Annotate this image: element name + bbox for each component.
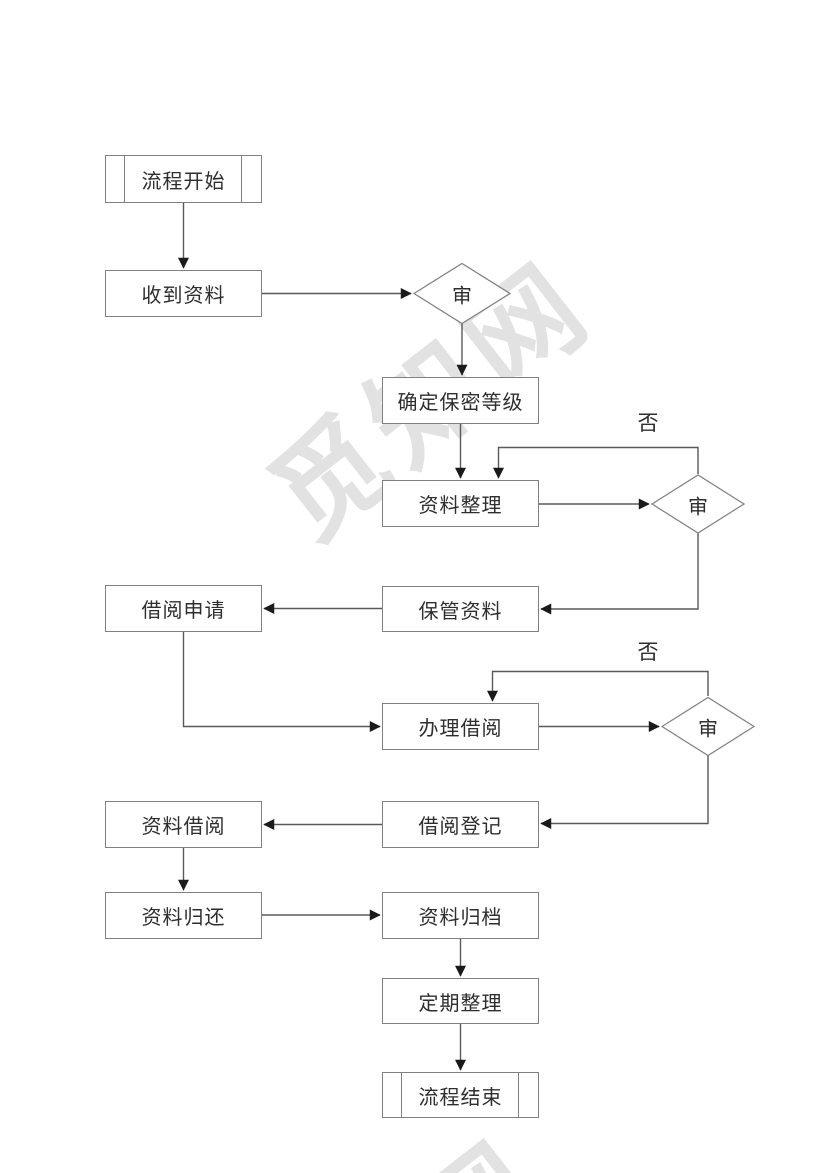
node-label: 资料归还 — [141, 905, 226, 929]
node-borrow-registration: 借阅登记 — [382, 801, 539, 848]
decision-label-3: 审 — [698, 716, 718, 741]
node-label: 保管资料 — [418, 598, 503, 623]
decision-diamond-1 — [412, 262, 512, 325]
decision-diamond-2 — [650, 474, 746, 534]
node-label: 办理借阅 — [418, 716, 503, 740]
decision-label-1: 审 — [452, 283, 472, 308]
node-keep-materials: 保管资料 — [382, 586, 539, 632]
node-material-organize: 资料整理 — [382, 480, 539, 527]
node-material-return: 资料归还 — [105, 892, 262, 939]
edge-d3-no-loop-to-handle — [487, 670, 709, 702]
node-process-end: 流程结束 — [382, 1072, 539, 1118]
node-label: 借阅登记 — [418, 814, 503, 838]
decision-label-2: 审 — [688, 494, 708, 519]
node-borrow-application: 借阅申请 — [105, 585, 262, 632]
node-label: 资料借阅 — [141, 814, 226, 838]
node-label: 资料整理 — [418, 493, 503, 517]
node-label: 定期整理 — [418, 990, 503, 1015]
node-label: 收到资料 — [141, 283, 226, 307]
decision-diamond-3 — [660, 696, 756, 757]
node-handle-borrowing: 办理借阅 — [382, 703, 539, 750]
branch-no-label-2: 否 — [637, 640, 659, 664]
edge-d2-to-keep — [540, 533, 699, 615]
edge-d3-to-register — [540, 755, 709, 829]
edge-apply-to-handle — [182, 632, 381, 732]
node-label: 确定保密等级 — [397, 390, 524, 414]
edge-d2-no-loop-to-organize — [493, 446, 699, 479]
node-receive-materials: 收到资料 — [105, 270, 262, 317]
node-label: 流程结束 — [418, 1084, 503, 1109]
node-material-borrowing: 资料借阅 — [105, 801, 262, 848]
node-label: 资料归档 — [418, 905, 503, 929]
branch-no-label-1: 否 — [637, 411, 659, 435]
node-periodic-organize: 定期整理 — [382, 978, 539, 1024]
node-label: 流程开始 — [141, 168, 226, 193]
node-label: 借阅申请 — [141, 598, 226, 622]
node-process-start: 流程开始 — [105, 155, 262, 203]
node-confirm-secrecy-level: 确定保密等级 — [382, 377, 539, 424]
node-material-archive: 资料归档 — [382, 892, 539, 939]
